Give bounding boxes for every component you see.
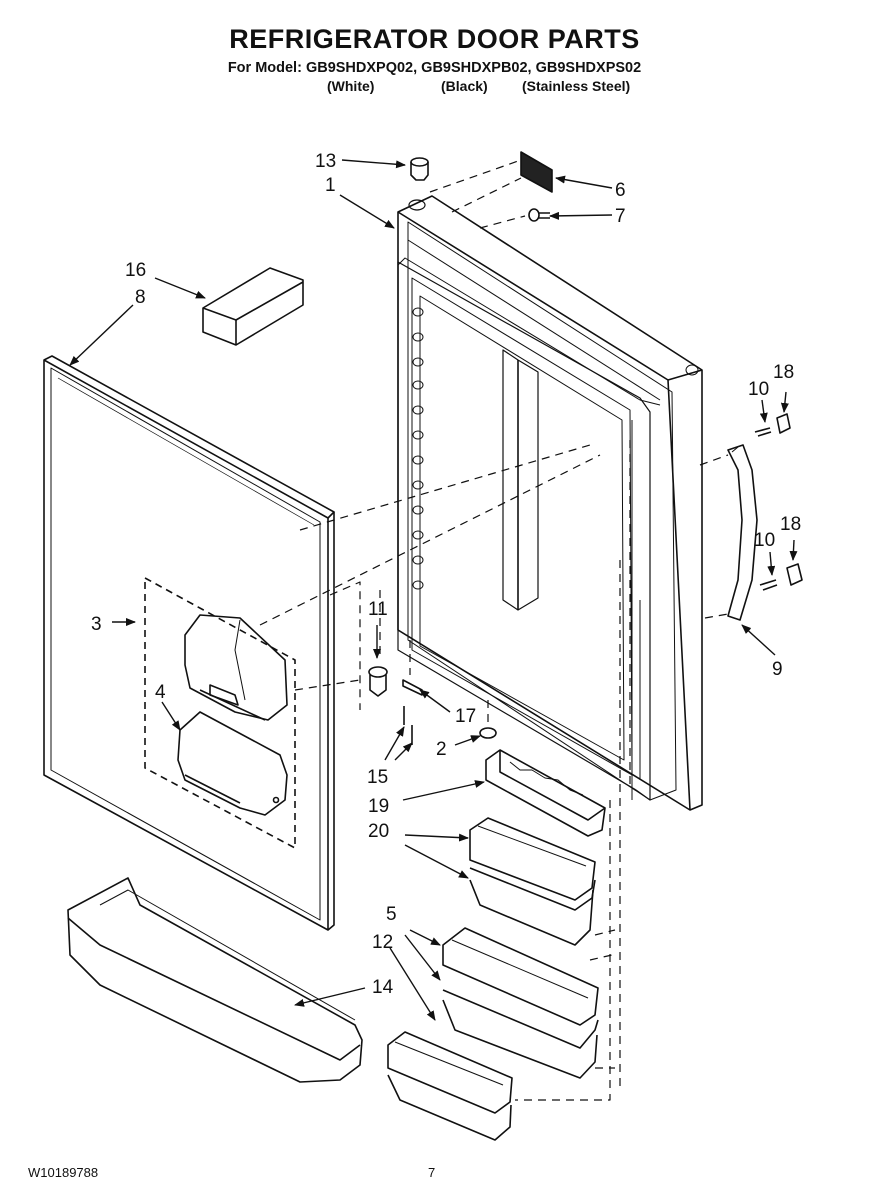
- callout-9: 9: [772, 659, 783, 680]
- callout-8: 8: [135, 287, 146, 308]
- handle-part: [727, 444, 758, 621]
- outer-door: [397, 195, 703, 811]
- dairy-bin-part: [202, 267, 304, 346]
- bracket-part: [402, 679, 423, 696]
- gallon-shelf-part: [67, 877, 363, 1083]
- dispenser-housing-outline: [144, 577, 296, 849]
- screw-part: [528, 208, 550, 222]
- model-line: For Model: GB9SHDXPQ02, GB9SHDXPB02, GB9…: [227, 60, 642, 76]
- callout-10-lower: 10: [754, 530, 775, 551]
- callout-19: 19: [368, 796, 389, 817]
- door-bin-upper: [469, 817, 596, 946]
- variant-white: (White): [327, 78, 375, 94]
- callout-1: 1: [325, 175, 336, 196]
- callout-16: 16: [125, 260, 146, 281]
- callout-18-lower: 18: [780, 514, 801, 535]
- hinge-bushing-part: [410, 157, 429, 181]
- plug-lower: [786, 563, 803, 586]
- callout-10-upper: 10: [748, 379, 769, 400]
- egg-tray-part: [485, 749, 606, 837]
- assembly-lines: [259, 159, 729, 1101]
- callout-2: 2: [436, 739, 447, 760]
- small-door-bin: [387, 1031, 513, 1141]
- dispenser-tray-part: [177, 711, 288, 816]
- callout-11: 11: [368, 599, 388, 620]
- callout-17: 17: [455, 706, 476, 727]
- handle-screw-upper: [754, 427, 772, 437]
- variant-black: (Black): [441, 78, 488, 94]
- callout-14: 14: [372, 977, 394, 998]
- washer-part: [479, 727, 497, 739]
- callout-3: 3: [91, 614, 102, 635]
- page-number: 7: [428, 1165, 436, 1180]
- handle-screw-lower: [759, 579, 778, 591]
- label-part: [520, 151, 553, 193]
- door-bin-lower: [442, 927, 599, 1079]
- document-number: W10189788: [28, 1165, 99, 1180]
- callout-13: 13: [315, 151, 336, 172]
- plug-upper: [776, 413, 791, 434]
- callout-20: 20: [368, 821, 389, 842]
- callout-7: 7: [615, 206, 626, 227]
- callout-18-upper: 18: [773, 362, 794, 383]
- bearing-part: [368, 666, 388, 697]
- callout-12: 12: [372, 932, 393, 953]
- leader-arrows: [69, 159, 798, 1021]
- callout-4: 4: [155, 682, 166, 703]
- callout-6: 6: [615, 180, 626, 201]
- inner-door-panel: [43, 355, 335, 931]
- callout-15: 15: [367, 767, 388, 788]
- variant-stainless: (Stainless Steel): [522, 78, 631, 94]
- callout-5: 5: [386, 904, 397, 925]
- callout-labels: 13 1 6 7 16 8 10 18 10 18 3 11 9 4 17 2 …: [91, 151, 801, 998]
- bracket-screws: [403, 706, 413, 745]
- page-title: REFRIGERATOR DOOR PARTS: [229, 24, 640, 54]
- dispenser-cover-part: [184, 614, 288, 721]
